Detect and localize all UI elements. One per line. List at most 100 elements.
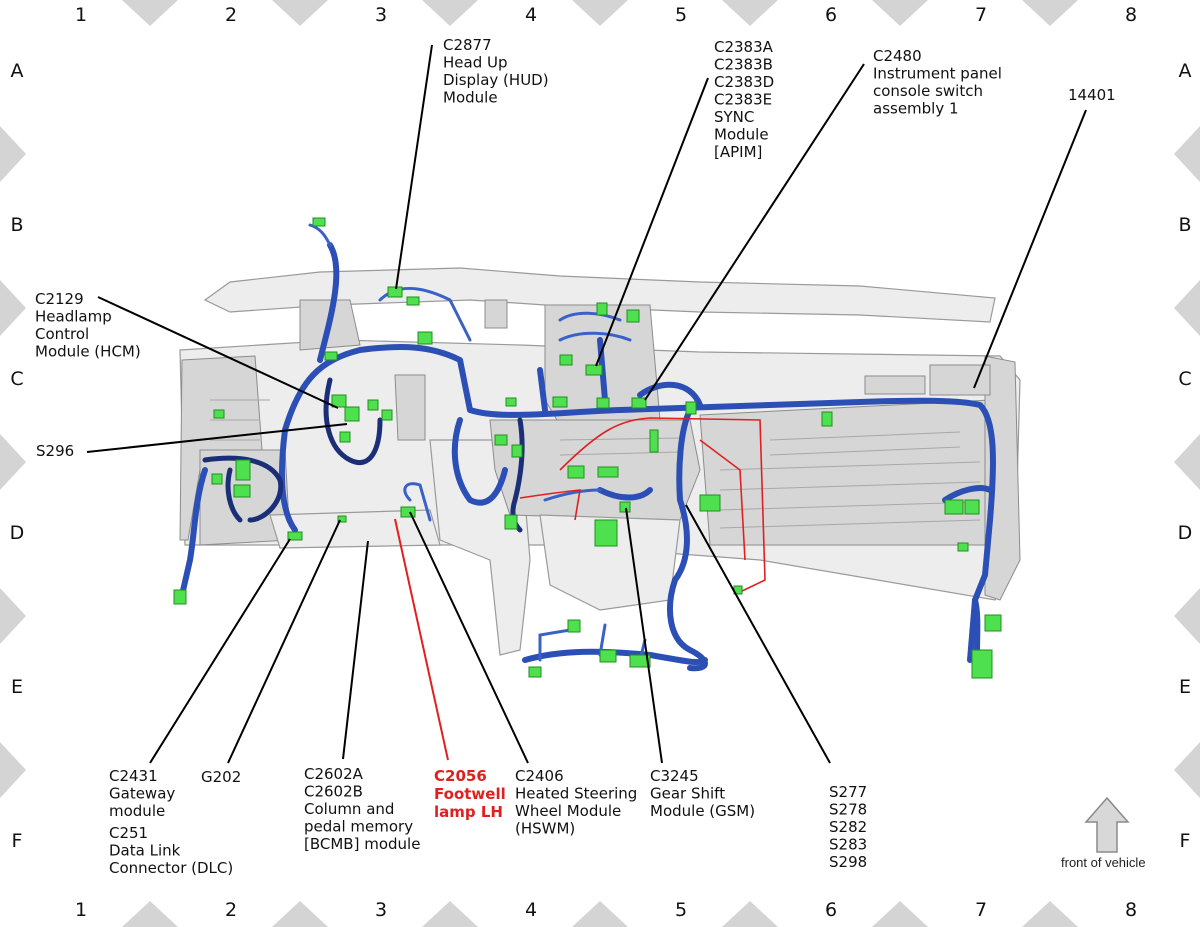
callout-line: C2383A (714, 38, 774, 56)
grid-border-triangle (272, 901, 328, 927)
grid-label: D (1178, 522, 1193, 544)
callout-line: (HSWM) (515, 820, 575, 838)
grid-label: B (1178, 214, 1191, 236)
callout-line: console switch (873, 82, 983, 100)
callout-line: [APIM] (714, 143, 762, 161)
grid-label: 2 (225, 899, 237, 921)
callout-line: Module (GSM) (650, 802, 755, 820)
grid-label: 1 (75, 4, 87, 26)
callout-line: C2877 (443, 36, 492, 54)
callout-line: C2602B (304, 783, 363, 801)
front-of-vehicle-indicator: front of vehicle (1061, 796, 1146, 870)
grid-label: 3 (375, 899, 387, 921)
callout-line: S282 (829, 818, 867, 836)
grid-border-triangle (1174, 126, 1200, 182)
callout-line: Data Link (109, 842, 181, 860)
grid-border-triangle (0, 126, 26, 182)
callout-line: C2056 (434, 767, 487, 785)
grid-label: 4 (525, 4, 537, 26)
grid-border-triangle (872, 0, 928, 26)
callout-line: Gear Shift (650, 785, 725, 803)
callout-s296: S296 (36, 442, 74, 460)
callout-line: C2383D (714, 73, 774, 91)
connectors (173, 217, 1002, 679)
callout-line: lamp LH (434, 803, 503, 821)
grid-border-triangle (0, 434, 26, 490)
grid-label: 7 (975, 4, 987, 26)
grid-label: 5 (675, 899, 687, 921)
grid-border-triangle (0, 280, 26, 336)
grid-border-triangle (722, 0, 778, 26)
callout-line: pedal memory (304, 818, 413, 836)
callout-line: C2602A (304, 765, 364, 783)
callout-line: C2431 (109, 767, 158, 785)
callout-line: Footwell (434, 785, 506, 803)
callout-line: C251 (109, 824, 148, 842)
grid-border-triangle (122, 0, 178, 26)
callout-line: C2383B (714, 56, 773, 74)
grid-label: D (10, 522, 25, 544)
leader-lines (86, 44, 1087, 764)
grid-label: E (11, 676, 23, 698)
callout-14401: 14401 (1068, 86, 1116, 104)
grid-border-triangle (1174, 434, 1200, 490)
grid-label: 8 (1125, 899, 1137, 921)
callout-line: Head Up (443, 54, 508, 72)
wiring-harness (179, 223, 996, 678)
grid-label: 8 (1125, 4, 1137, 26)
red-wiring (519, 417, 766, 593)
grid-border-triangle (1022, 901, 1078, 927)
callout-line: Module (443, 89, 498, 107)
grid-border-triangle (872, 901, 928, 927)
callout-line: Control (35, 325, 89, 343)
grid-label: 3 (375, 4, 387, 26)
grid-label: C (1178, 368, 1191, 390)
callout-line: Instrument panel (873, 65, 1002, 83)
callout-line: C2129 (35, 290, 84, 308)
grid-border-triangle (572, 0, 628, 26)
callout-line: Display (HUD) (443, 71, 549, 89)
callout-line: C2480 (873, 47, 922, 65)
callout-line: Module (714, 126, 769, 144)
grid-border-triangle (422, 0, 478, 26)
grid-label: F (12, 830, 23, 852)
callout-line: Connector (DLC) (109, 859, 233, 877)
grid-label: A (11, 60, 24, 82)
grid-label: 4 (525, 899, 537, 921)
callout-line: assembly 1 (873, 100, 959, 118)
up-arrow-icon (1084, 796, 1130, 853)
grid-border-triangle (1022, 0, 1078, 26)
grid-label: 6 (825, 4, 837, 26)
callout-g202: G202 (201, 768, 241, 786)
grid-label: 1 (75, 899, 87, 921)
grid-label: 5 (675, 4, 687, 26)
callout-line: Wheel Module (515, 802, 621, 820)
instrument-panel-structure (179, 267, 1021, 656)
callout-line: Headlamp (35, 308, 112, 326)
grid-border-triangle (1174, 280, 1200, 336)
callout-line: module (109, 802, 165, 820)
grid-border-triangle (122, 901, 178, 927)
grid-border-triangle (1174, 742, 1200, 798)
grid-border-triangle (0, 742, 26, 798)
grid-border-triangle (0, 588, 26, 644)
grid-border-triangle (272, 0, 328, 26)
grid-label: E (1179, 676, 1191, 698)
callout-line: C2383E (714, 91, 772, 109)
callout-line: Module (HCM) (35, 343, 141, 361)
grid-border-triangle (422, 901, 478, 927)
callout-line: SYNC (714, 108, 754, 126)
